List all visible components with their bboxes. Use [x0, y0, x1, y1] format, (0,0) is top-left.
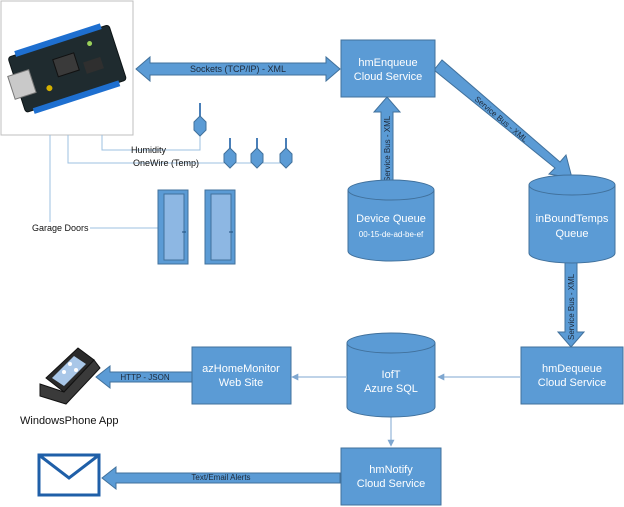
- svg-text:Garage Doors: Garage Doors: [32, 223, 89, 233]
- humidity-sensor-icon: [193, 103, 207, 137]
- svg-text:azHomeMonitor: azHomeMonitor: [202, 363, 280, 375]
- service-bus-up-arrow: [372, 96, 402, 183]
- text-email-arrow: [101, 465, 341, 491]
- svg-text:hmNotify: hmNotify: [369, 464, 413, 476]
- service-bus-label-1: Service Bus - XML: [383, 115, 392, 182]
- svg-text:hmDequeue: hmDequeue: [542, 363, 602, 375]
- svg-text:Queue: Queue: [555, 228, 588, 240]
- humidity-label: Humidity: [131, 145, 167, 155]
- text-email-label: Text/Email Alerts: [191, 473, 250, 482]
- az-home-monitor-website: azHomeMonitor Web Site: [191, 346, 292, 405]
- http-json-label: HTTP - JSON: [120, 373, 169, 382]
- svg-text:IofT: IofT: [382, 369, 401, 381]
- sockets-label: Sockets (TCP/IP) - XML: [190, 64, 286, 74]
- iot-azure-sql-cylinder: IofT Azure SQL: [346, 332, 436, 418]
- hm-enqueue-service: hmEnqueue Cloud Service: [340, 39, 436, 98]
- service-bus-down-arrow: [556, 261, 586, 348]
- envelope-icon: [37, 453, 101, 497]
- onewire-label: OneWire (Temp): [133, 158, 199, 168]
- hm-dequeue-service: hmDequeue Cloud Service: [520, 346, 624, 405]
- thin-arrows: [291, 373, 520, 447]
- service-bus-diagonal-arrow: [433, 59, 573, 179]
- hm-notify-service: hmNotify Cloud Service: [340, 447, 442, 506]
- arduino-board-image: [0, 0, 134, 136]
- sockets-arrow: [135, 55, 341, 83]
- svg-text:Azure SQL: Azure SQL: [364, 383, 418, 395]
- mobile-phone-icon: [39, 347, 101, 405]
- temperature-sensor-icon: [223, 138, 237, 169]
- svg-text:hmEnqueue: hmEnqueue: [358, 57, 417, 69]
- svg-text:Device Queue: Device Queue: [356, 213, 426, 225]
- temperature-sensor-icon: [279, 138, 293, 169]
- device-queue-cylinder: Device Queue 00-15-de-ad-be-ef: [347, 179, 435, 262]
- service-bus-label-2: Service Bus - XML: [473, 95, 530, 145]
- svg-text:00-15-de-ad-be-ef: 00-15-de-ad-be-ef: [359, 230, 424, 239]
- svg-text:Cloud Service: Cloud Service: [354, 71, 422, 83]
- svg-text:Cloud Service: Cloud Service: [357, 478, 425, 490]
- garage-door-icon: [204, 189, 236, 265]
- windows-phone-label: WindowsPhone App: [20, 415, 118, 427]
- svg-text:inBoundTemps: inBoundTemps: [536, 213, 609, 225]
- inbound-temps-queue-cylinder: inBoundTemps Queue: [528, 174, 616, 264]
- svg-text:Cloud Service: Cloud Service: [538, 377, 606, 389]
- temperature-sensor-icon: [250, 138, 264, 169]
- svg-text:Web Site: Web Site: [219, 377, 263, 389]
- garage-door-icon: [157, 189, 189, 265]
- service-bus-label-3: Service Bus - XML: [567, 273, 576, 340]
- garage-doors-label: Garage Doors: [30, 222, 90, 234]
